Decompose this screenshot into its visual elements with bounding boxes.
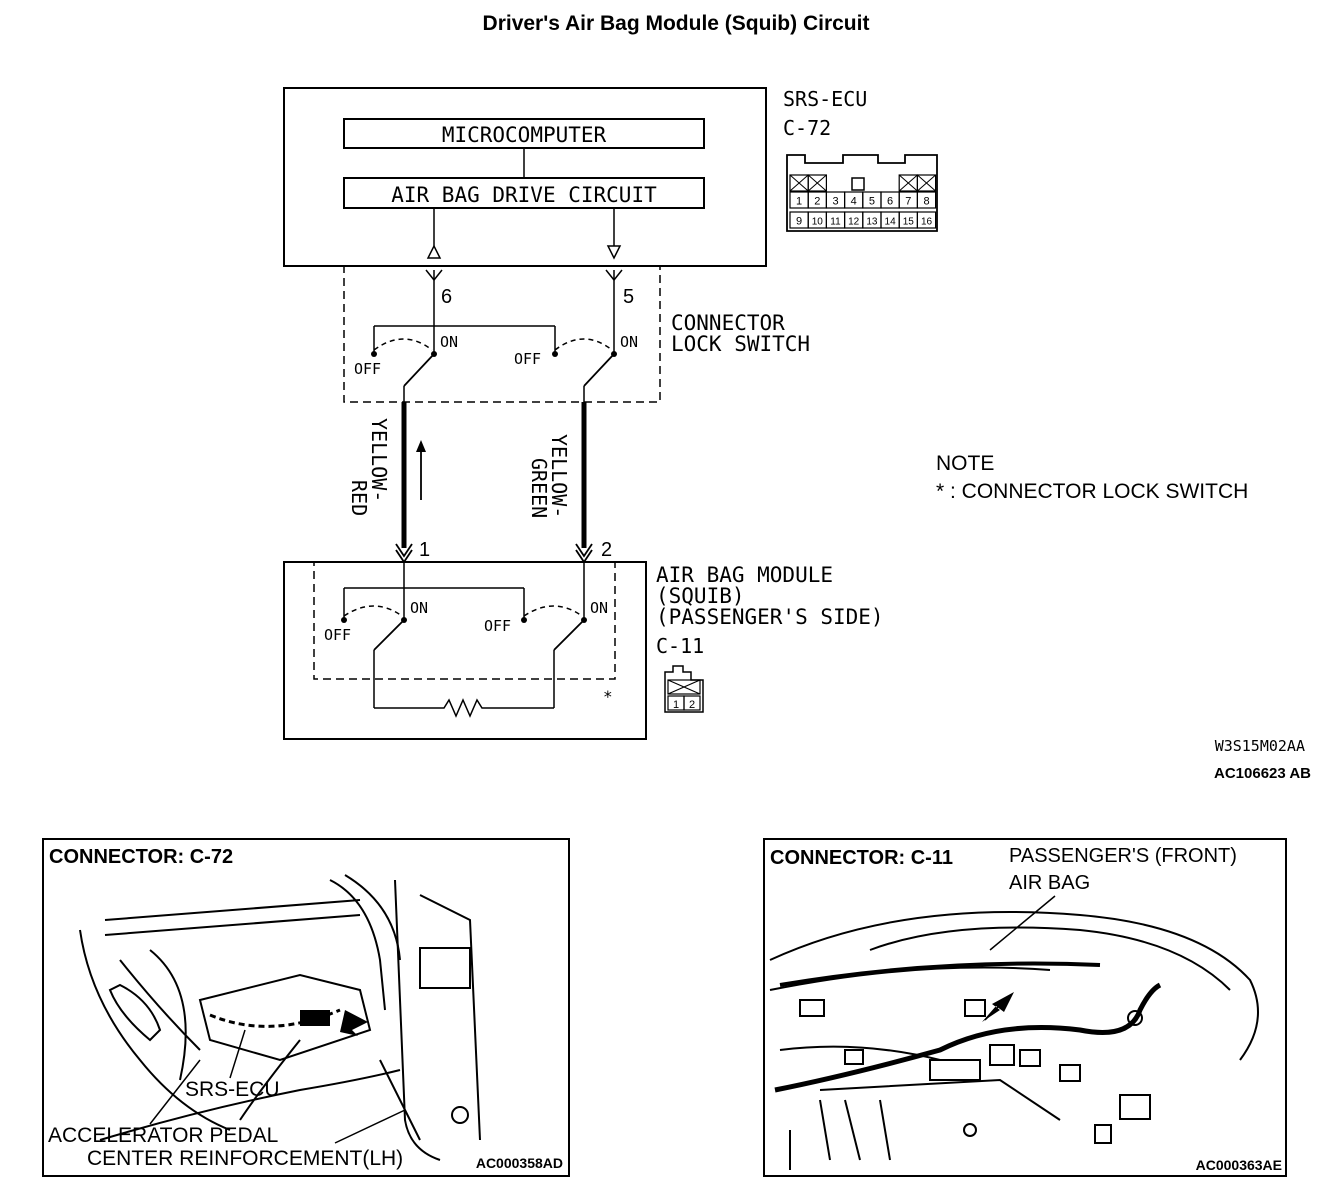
c72-bottom-pin-14: 14 [885, 217, 897, 228]
c11-pin-1: 1 [673, 699, 679, 711]
diagram-code-2: AC106623 AB [1214, 765, 1311, 782]
module-label-1: AIR BAG MODULE [656, 563, 833, 587]
module-dashed-box [313, 561, 616, 680]
air-bag-module-block: ON OFF ON OFF * AIR BAG MODULE (SQUIB) (… [283, 561, 884, 740]
photo-panel-c11: CONNECTOR: C-11 PASSENGER'S (FRONT) AIR … [763, 838, 1287, 1177]
c72-top-pin-1: 1 [796, 196, 802, 208]
c72-bottom-pin-12: 12 [848, 217, 860, 228]
connector-pointer-arrow-icon [340, 1010, 368, 1036]
photo-frame-left [42, 838, 570, 1177]
c72-bottom-pin-15: 15 [903, 217, 915, 228]
diagram-code-1: W3S15M02AA [1215, 737, 1305, 755]
pin-2-label: 2 [601, 539, 612, 561]
right-switch-off: OFF [514, 350, 541, 368]
connector-lock-switch: 6 5 ON OFF ON OFF CONNECTOR LOCK SWITCH [343, 265, 810, 403]
c72-top-pin-2: 2 [814, 196, 820, 208]
photo-left-ecu-label: SRS-ECU [185, 1078, 280, 1101]
right-switch-on: ON [620, 333, 638, 351]
module-right-off: OFF [484, 617, 511, 635]
photo-left-pedal-label: ACCELERATOR PEDAL [48, 1124, 278, 1147]
note-block: NOTE * : CONNECTOR LOCK SWITCH [936, 452, 1248, 503]
output-triangle-icon [426, 244, 442, 259]
photo-right-label-1: PASSENGER'S (FRONT) [1009, 845, 1237, 867]
drive-circuit-box [343, 177, 705, 209]
note-title: NOTE [936, 452, 994, 475]
c72-bottom-pin-16: 16 [921, 217, 933, 228]
ecu-name: SRS-ECU [783, 87, 867, 111]
c11-pin-2: 2 [689, 699, 695, 711]
c72-unused-cavity [807, 174, 828, 192]
c72-bottom-pin-11: 11 [830, 217, 841, 228]
squib-resistor-icon [374, 698, 554, 718]
c72-top-pin-6: 6 [887, 196, 893, 208]
module-connector-id: C-11 [656, 634, 704, 658]
harness-wires: YELLOW- RED YELLOW- GREEN 1 2 [347, 402, 612, 564]
photo-right-code: AC000363AE [1196, 1157, 1282, 1173]
right-wire-color-1: YELLOW- [547, 434, 571, 518]
pin-6-label: 6 [441, 286, 452, 308]
input-triangle-icon [606, 245, 622, 260]
microcomputer-label: MICROCOMPUTER [442, 123, 607, 147]
ecu-box [283, 87, 767, 267]
c72-top-pin-5: 5 [869, 196, 875, 208]
lock-switch-asterisk: * [603, 687, 613, 706]
left-wire-color-2: RED [347, 480, 371, 516]
module-left-on: ON [410, 599, 428, 617]
photo-panel-c72: CONNECTOR: C-72 SRS-ECU ACCELERATOR PEDA… [42, 838, 570, 1177]
photo-left-title: CONNECTOR: C-72 [49, 846, 233, 868]
page-title: Driver's Air Bag Module (Squib) Circuit [483, 12, 870, 35]
right-wire-color-2: GREEN [527, 458, 551, 518]
photo-frame-right [763, 838, 1287, 1177]
srs-ecu-block: MICROCOMPUTER AIR BAG DRIVE CIRCUIT SRS-… [283, 87, 867, 267]
ecu-connector-id: C-72 [783, 116, 831, 140]
left-switch-on: ON [440, 333, 458, 351]
c72-bottom-pin-13: 13 [866, 217, 878, 228]
c72-unused-cavity [916, 174, 937, 192]
module-label-3: (PASSENGER'S SIDE) [656, 605, 884, 629]
module-right-on: ON [590, 599, 608, 617]
c72-top-pin-cell [916, 191, 937, 209]
c72-top-pin-8: 8 [923, 196, 929, 208]
main-harness [774, 982, 1162, 1093]
left-wire-color-1: YELLOW- [367, 418, 391, 502]
c11-pointer-arrow-icon [982, 992, 1014, 1022]
c72-top-pin-4: 4 [851, 196, 857, 208]
left-switch-off: OFF [354, 360, 381, 378]
pin-5-label: 5 [623, 286, 634, 308]
module-left-off: OFF [324, 626, 351, 644]
module-connector-face: 1 2 [664, 665, 704, 713]
drive-circuit-label: AIR BAG DRIVE CIRCUIT [391, 183, 657, 207]
photo-left-code: AC000358AD [476, 1155, 563, 1171]
vehicle-interior-illustration [79, 874, 481, 1161]
lock-switch-dashed-box [343, 265, 661, 403]
module-label-2: (SQUIB) [656, 584, 745, 608]
c72-bottom-pin-9: 9 [796, 216, 802, 228]
pin-1-label: 1 [419, 539, 430, 561]
photo-right-label-2: AIR BAG [1009, 872, 1090, 894]
c72-top-pin-7: 7 [905, 196, 911, 208]
photo-right-title: CONNECTOR: C-11 [770, 847, 953, 869]
c72-bottom-pin-cell [916, 211, 937, 229]
c72-connector-plug [300, 1010, 330, 1026]
lock-switch-label-1: CONNECTOR [671, 311, 785, 335]
c72-top-pin-3: 3 [832, 196, 838, 208]
lock-switch-label-2: LOCK SWITCH [671, 332, 810, 356]
note-text: * : CONNECTOR LOCK SWITCH [936, 480, 1248, 503]
photo-left-reinforcement-label: CENTER REINFORCEMENT(LH) [87, 1147, 403, 1170]
c72-bottom-pin-10: 10 [812, 217, 824, 228]
